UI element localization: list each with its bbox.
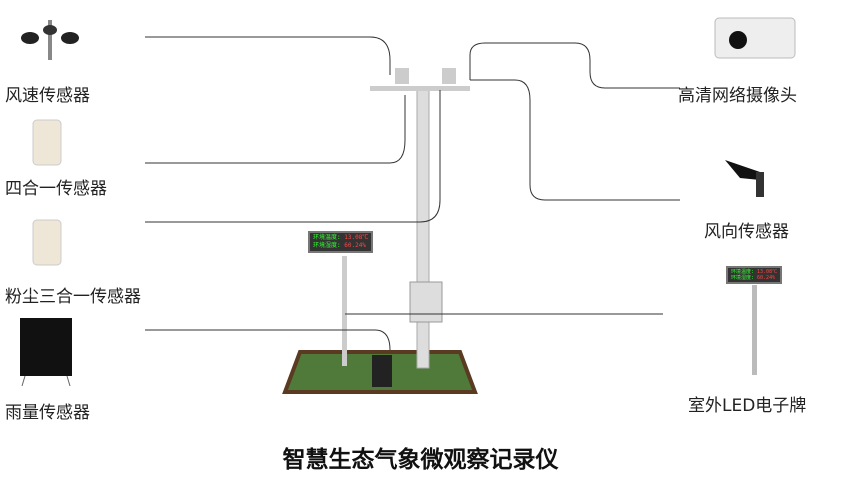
rain-gauge-icon	[20, 318, 72, 387]
main-pole	[416, 87, 430, 369]
label-dust-sensor: 粉尘三合一传感器	[5, 287, 141, 307]
label-wind-speed-sensor: 风速传感器	[5, 86, 90, 106]
label-wind-direction-sensor: 风向传感器	[704, 222, 789, 242]
humidity-value: 60.24%	[344, 242, 366, 249]
label-led-sign: 室外LED电子牌	[688, 396, 807, 416]
label-four-in-one-sensor: 四合一传感器	[5, 179, 107, 199]
camera-icon	[714, 17, 796, 59]
wind-vane-icon	[725, 160, 764, 197]
anemometer-icon	[21, 20, 79, 60]
control-cabinet	[409, 281, 443, 323]
led-sign-pole-icon	[752, 285, 757, 375]
temp-value: 13.08℃	[344, 234, 369, 241]
label-rain-sensor: 雨量传感器	[5, 403, 90, 423]
temp-value: 13.08℃	[757, 269, 778, 275]
sensor-box	[442, 68, 456, 84]
rain-gauge-small	[372, 355, 392, 387]
temp-label: 环境温度:	[731, 269, 755, 275]
label-camera: 高清网络摄像头	[678, 86, 797, 106]
humidity-value: 60.24%	[757, 275, 776, 281]
led-sign-display: 环境温度: 13.08℃ 环境湿度: 60.24%	[726, 266, 783, 284]
dust-sensor-icon	[32, 219, 62, 266]
four-in-one-sensor-icon	[32, 119, 62, 166]
led-display: 环境温度: 13.08℃ 环境湿度: 60.24%	[308, 231, 374, 253]
led-pole	[342, 256, 347, 366]
temp-label: 环境温度:	[313, 234, 341, 241]
humidity-label: 环境湿度:	[313, 242, 341, 249]
crossarm	[370, 86, 470, 91]
diagram-title: 智慧生态气象微观察记录仪	[282, 447, 559, 473]
sensor-box	[395, 68, 409, 84]
humidity-label: 环境湿度:	[731, 275, 755, 281]
connector-lines	[145, 36, 680, 351]
